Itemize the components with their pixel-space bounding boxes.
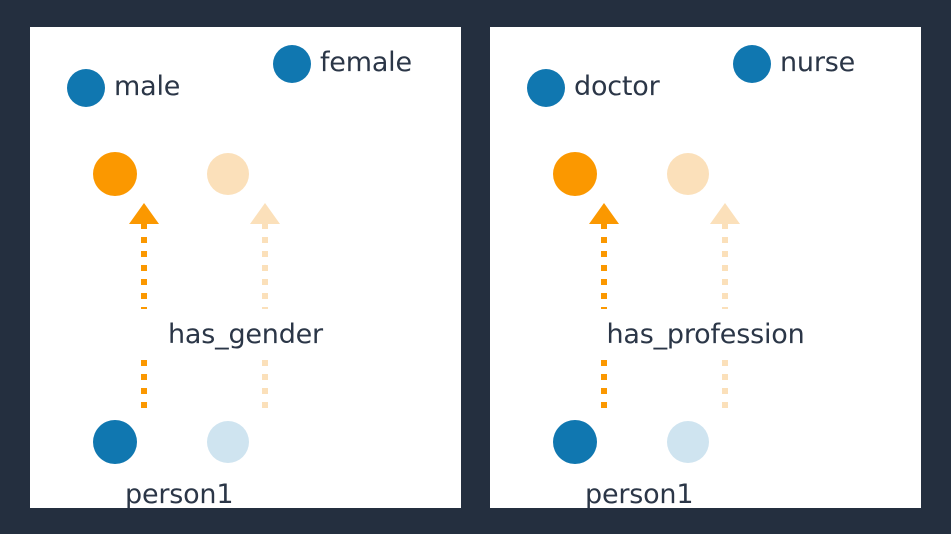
legend-primary-label: male (114, 70, 181, 102)
dotted-line-icon (262, 360, 268, 408)
arrow-up-icon-solid (589, 203, 619, 309)
predicate-label: has_profession (606, 319, 805, 350)
filled-circle-icon (527, 69, 565, 107)
dotted-line-icon-faded (722, 360, 728, 408)
filled-circle-icon (93, 152, 137, 196)
filled-circle-icon (733, 45, 771, 83)
node-rule-lines (133, 161, 211, 187)
predicate-label: has_gender (168, 319, 323, 350)
arrow-up-icon-solid (129, 203, 159, 309)
dotted-line-icon (262, 223, 268, 309)
filled-circle-icon-faded (207, 421, 249, 463)
arrow-up-icon-faded (250, 203, 280, 309)
arrow-head-icon (589, 203, 619, 224)
panel-has-profession: doctor nurse has_profession (490, 27, 921, 508)
dotted-line-icon (601, 360, 607, 408)
legend-secondary-label: female (320, 46, 412, 78)
filled-circle-icon (273, 45, 311, 83)
subject-label: person1 (585, 479, 694, 510)
filled-circle-icon (553, 152, 597, 196)
filled-circle-icon-faded (667, 153, 709, 195)
object-node-gender[interactable] (93, 152, 249, 196)
node-rule-lines (593, 161, 671, 187)
subject-node-person[interactable] (93, 420, 249, 464)
subject-node-person[interactable] (553, 420, 709, 464)
dotted-line-icon (601, 223, 607, 309)
dotted-line-icon (722, 360, 728, 408)
dotted-line-icon (141, 360, 147, 408)
subject-label: person1 (125, 479, 234, 510)
dotted-line-icon (141, 223, 147, 309)
dotted-line-icon-faded (262, 360, 268, 408)
legend-secondary-female[interactable]: female (273, 45, 412, 83)
filled-circle-icon (553, 420, 597, 464)
dotted-line-icon-solid (601, 360, 607, 408)
legend-secondary-label: nurse (780, 46, 856, 78)
object-node-profession[interactable] (553, 152, 709, 196)
filled-circle-icon (93, 420, 137, 464)
arrow-head-icon (710, 203, 740, 224)
legend-secondary-nurse[interactable]: nurse (733, 45, 855, 83)
legend-primary-label: doctor (574, 70, 660, 102)
node-rule-lines (593, 429, 671, 455)
arrow-head-icon (250, 203, 280, 224)
filled-circle-icon-faded (667, 421, 709, 463)
node-rule-lines (133, 429, 211, 455)
legend-primary-doctor[interactable]: doctor (527, 69, 660, 107)
dotted-line-icon (722, 223, 728, 309)
arrow-up-icon-faded (710, 203, 740, 309)
filled-circle-icon (67, 69, 105, 107)
panel-has-gender: male female has_gender (30, 27, 461, 508)
arrow-head-icon (129, 203, 159, 224)
filled-circle-icon-faded (207, 153, 249, 195)
dotted-line-icon-solid (141, 360, 147, 408)
legend-primary-male[interactable]: male (67, 69, 180, 107)
